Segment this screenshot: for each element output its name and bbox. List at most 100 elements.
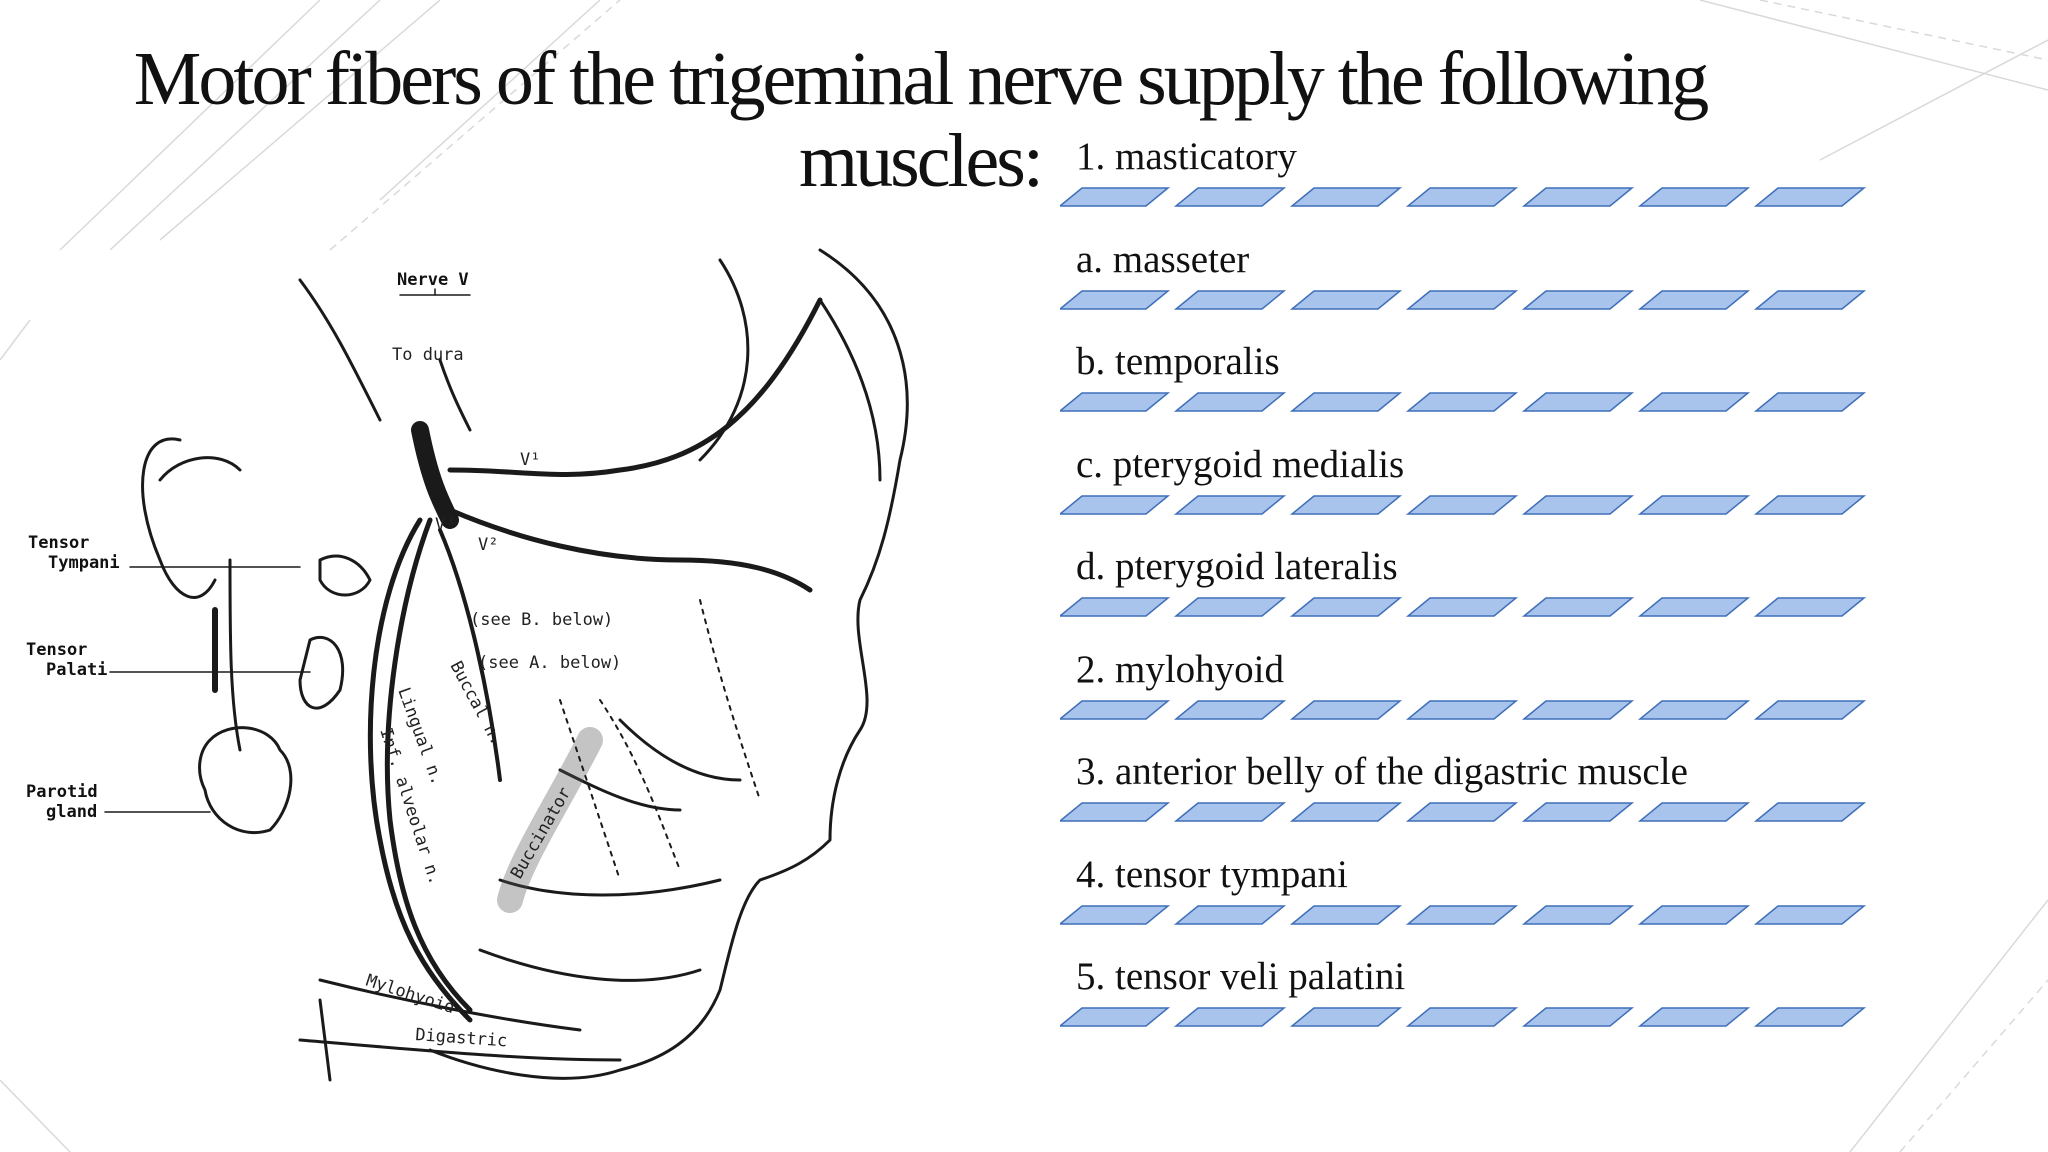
strip-segment bbox=[1405, 597, 1519, 617]
strip-segment bbox=[1289, 699, 1403, 720]
strip-segment bbox=[1060, 904, 1171, 925]
list-item: 1. masticatory bbox=[1060, 132, 1880, 235]
strip-segment bbox=[1637, 494, 1751, 515]
strip-segment bbox=[1173, 289, 1287, 310]
strip-segment bbox=[1289, 187, 1403, 207]
list-item-text: b. temporalis bbox=[1076, 340, 1280, 383]
strip-segment bbox=[1753, 699, 1867, 720]
strip-segment bbox=[1753, 289, 1867, 310]
list-item-text: a. masseter bbox=[1076, 237, 1250, 281]
strip-segment bbox=[1753, 392, 1867, 412]
decorative-strip bbox=[1060, 802, 1867, 822]
strip-segment bbox=[1753, 1007, 1867, 1027]
list-item: c. pterygoid medialis bbox=[1060, 440, 1880, 543]
strip-segment bbox=[1289, 802, 1403, 822]
strip-segment bbox=[1637, 597, 1751, 617]
strip-segment bbox=[1405, 392, 1519, 412]
strip-segment bbox=[1637, 289, 1751, 310]
strip-segment bbox=[1060, 802, 1171, 822]
label-tensor-tympani-line2: Tympani bbox=[48, 553, 120, 573]
list-item-text: 4. tensor tympani bbox=[1076, 852, 1348, 896]
list-item: b. temporalis bbox=[1060, 337, 1880, 440]
strip-segment bbox=[1289, 597, 1403, 617]
strip-segment bbox=[1060, 187, 1171, 207]
strip-segment bbox=[1289, 289, 1403, 310]
strip-segment bbox=[1405, 1007, 1519, 1027]
list-item: 5. tensor veli palatini bbox=[1060, 952, 1880, 1055]
label-v3: V³ bbox=[435, 515, 455, 535]
list-item-text: 1. masticatory bbox=[1076, 135, 1297, 178]
decorative-strip bbox=[1060, 904, 1867, 925]
list-item-text: 2. mylohyoid bbox=[1076, 647, 1285, 691]
list-item: 4. tensor tympani bbox=[1060, 850, 1880, 953]
strip-segment bbox=[1405, 802, 1519, 822]
decorative-strip bbox=[1060, 597, 1867, 617]
label-parotid-line2: gland bbox=[46, 802, 97, 822]
strip-segment bbox=[1060, 494, 1171, 515]
strip-segment bbox=[1173, 494, 1287, 515]
strip-segment bbox=[1173, 392, 1287, 412]
list-item-text: 3. anterior belly of the digastric muscl… bbox=[1076, 750, 1688, 793]
strip-segment bbox=[1060, 597, 1171, 617]
decorative-strip bbox=[1060, 699, 1867, 720]
strip-segment bbox=[1173, 187, 1287, 207]
strip-segment bbox=[1060, 289, 1171, 310]
label-nerve-v: Nerve V bbox=[397, 270, 469, 290]
strip-segment bbox=[1521, 802, 1635, 822]
label-v1: V¹ bbox=[520, 450, 540, 470]
list-item-text: 5. tensor veli palatini bbox=[1076, 955, 1406, 998]
strip-segment bbox=[1521, 289, 1635, 310]
decorative-strip bbox=[1060, 187, 1867, 207]
strip-segment bbox=[1405, 699, 1519, 720]
strip-segment bbox=[1521, 187, 1635, 207]
label-see-a: (see A. below) bbox=[478, 653, 621, 673]
label-tensor-tympani-line1: Tensor bbox=[28, 533, 89, 553]
strip-segment bbox=[1521, 597, 1635, 617]
strip-segment bbox=[1753, 904, 1867, 925]
strip-segment bbox=[1173, 699, 1287, 720]
list-item-text: d. pterygoid lateralis bbox=[1076, 545, 1398, 588]
strip-segment bbox=[1405, 187, 1519, 207]
strip-segment bbox=[1637, 904, 1751, 925]
label-tensor-palati-line2: Palati bbox=[46, 660, 107, 680]
slide-title: Motor fibers of the trigeminal nerve sup… bbox=[133, 37, 1709, 203]
list-item: d. pterygoid lateralis bbox=[1060, 542, 1880, 645]
strip-segment bbox=[1289, 904, 1403, 925]
strip-segment bbox=[1753, 187, 1867, 207]
label-digastric: Digastric bbox=[415, 1025, 508, 1051]
strip-segment bbox=[1405, 289, 1519, 310]
list-item: 3. anterior belly of the digastric muscl… bbox=[1060, 747, 1880, 850]
strip-segment bbox=[1753, 494, 1867, 515]
strip-segment bbox=[1753, 597, 1867, 617]
strip-segment bbox=[1637, 187, 1751, 207]
strip-segment bbox=[1060, 1007, 1171, 1027]
decorative-strip bbox=[1060, 494, 1867, 515]
label-v2: V² bbox=[478, 535, 498, 555]
strip-segment bbox=[1637, 392, 1751, 412]
label-buccinator: Buccinator bbox=[507, 784, 576, 883]
strip-segment bbox=[1521, 494, 1635, 515]
strip-segment bbox=[1521, 392, 1635, 412]
decorative-strip bbox=[1060, 1007, 1867, 1027]
strip-segment bbox=[1521, 904, 1635, 925]
list-item: a. masseter bbox=[1060, 235, 1880, 338]
label-to-dura: To dura bbox=[392, 345, 464, 365]
strip-segment bbox=[1060, 699, 1171, 720]
label-tensor-palati-line1: Tensor bbox=[26, 640, 87, 660]
strip-segment bbox=[1521, 1007, 1635, 1027]
trigeminal-nerve-illustration: Nerve V To dura V¹ V² V³ (see B. below) … bbox=[26, 248, 909, 1082]
strip-segment bbox=[1637, 1007, 1751, 1027]
muscle-list: 1. masticatory a. masseter b. temporalis… bbox=[1060, 132, 1880, 1055]
strip-segment bbox=[1173, 1007, 1287, 1027]
decorative-strip bbox=[1060, 289, 1867, 310]
strip-segment bbox=[1289, 392, 1403, 412]
strip-segment bbox=[1289, 494, 1403, 515]
strip-segment bbox=[1521, 699, 1635, 720]
strip-segment bbox=[1405, 494, 1519, 515]
strip-segment bbox=[1289, 1007, 1403, 1027]
list-item: 2. mylohyoid bbox=[1060, 645, 1880, 748]
strip-segment bbox=[1405, 904, 1519, 925]
decorative-strip bbox=[1060, 392, 1867, 412]
